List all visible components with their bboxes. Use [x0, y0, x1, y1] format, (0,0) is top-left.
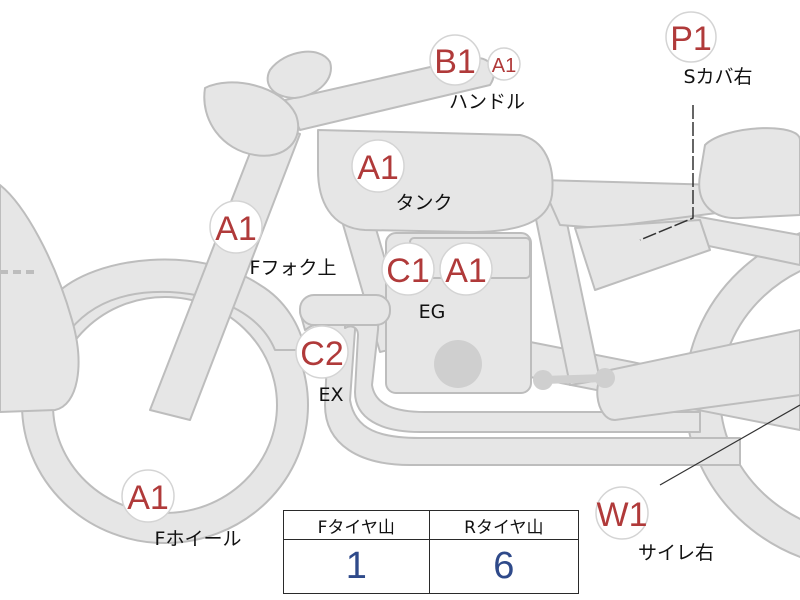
grade-front-fork: A1	[215, 210, 257, 248]
grade-tank: A1	[357, 149, 399, 187]
grade-marker-front-wheel: A1	[121, 469, 175, 523]
grade-marker-seat-cover: P1	[665, 11, 717, 63]
grade-muffler: W1	[597, 496, 648, 534]
grade-seat-cover: P1	[670, 20, 712, 58]
engine-cover-circle	[434, 340, 482, 388]
headlight	[203, 81, 300, 157]
label-exhaust: EX	[318, 384, 343, 406]
label-handle: ハンドル	[449, 91, 525, 113]
value-front-tire: 1	[283, 539, 430, 594]
header-front-tire: Fタイヤ山	[283, 510, 430, 540]
grade-handle: B1	[434, 43, 476, 81]
grade-engine-1: C1	[386, 252, 429, 290]
grade-marker-front-fork: A1	[209, 200, 263, 254]
label-front-fork: Fフォク上	[250, 257, 337, 279]
header-rear-tire: Rタイヤ山	[428, 510, 580, 540]
grade-marker-handle: B1 A1	[429, 34, 521, 86]
chain-adjuster	[533, 368, 615, 390]
fuel-tank	[317, 129, 554, 233]
motorcycle-body	[0, 50, 800, 558]
grade-exhaust: C2	[300, 335, 343, 373]
tire-tread-table: Fタイヤ山 Rタイヤ山 1 6	[283, 510, 580, 594]
seat-cover	[698, 127, 800, 220]
grade-marker-exhaust: C2	[295, 325, 349, 379]
mirror	[266, 50, 332, 99]
label-front-wheel: Fホイール	[155, 528, 242, 550]
side-cover	[574, 219, 711, 291]
sub-grade-handle: A1	[492, 55, 516, 77]
grade-marker-tank: A1	[351, 139, 405, 193]
front-fairing	[0, 184, 80, 413]
grade-marker-engine: C1 A1	[381, 242, 493, 296]
label-engine: EG	[419, 301, 446, 323]
muffler-leader-line	[659, 404, 800, 486]
engine-intake	[299, 294, 391, 326]
label-muffler: サイレ右	[638, 542, 714, 564]
grade-engine-2: A1	[445, 252, 487, 290]
grade-front-wheel: A1	[127, 479, 169, 517]
grade-marker-muffler: W1	[595, 486, 649, 540]
label-tank: タンク	[395, 192, 452, 214]
seat	[539, 179, 741, 229]
label-seat-cover: Sカバ右	[683, 66, 752, 88]
value-rear-tire: 6	[428, 539, 580, 594]
seat-cover-leader-line	[639, 105, 694, 241]
